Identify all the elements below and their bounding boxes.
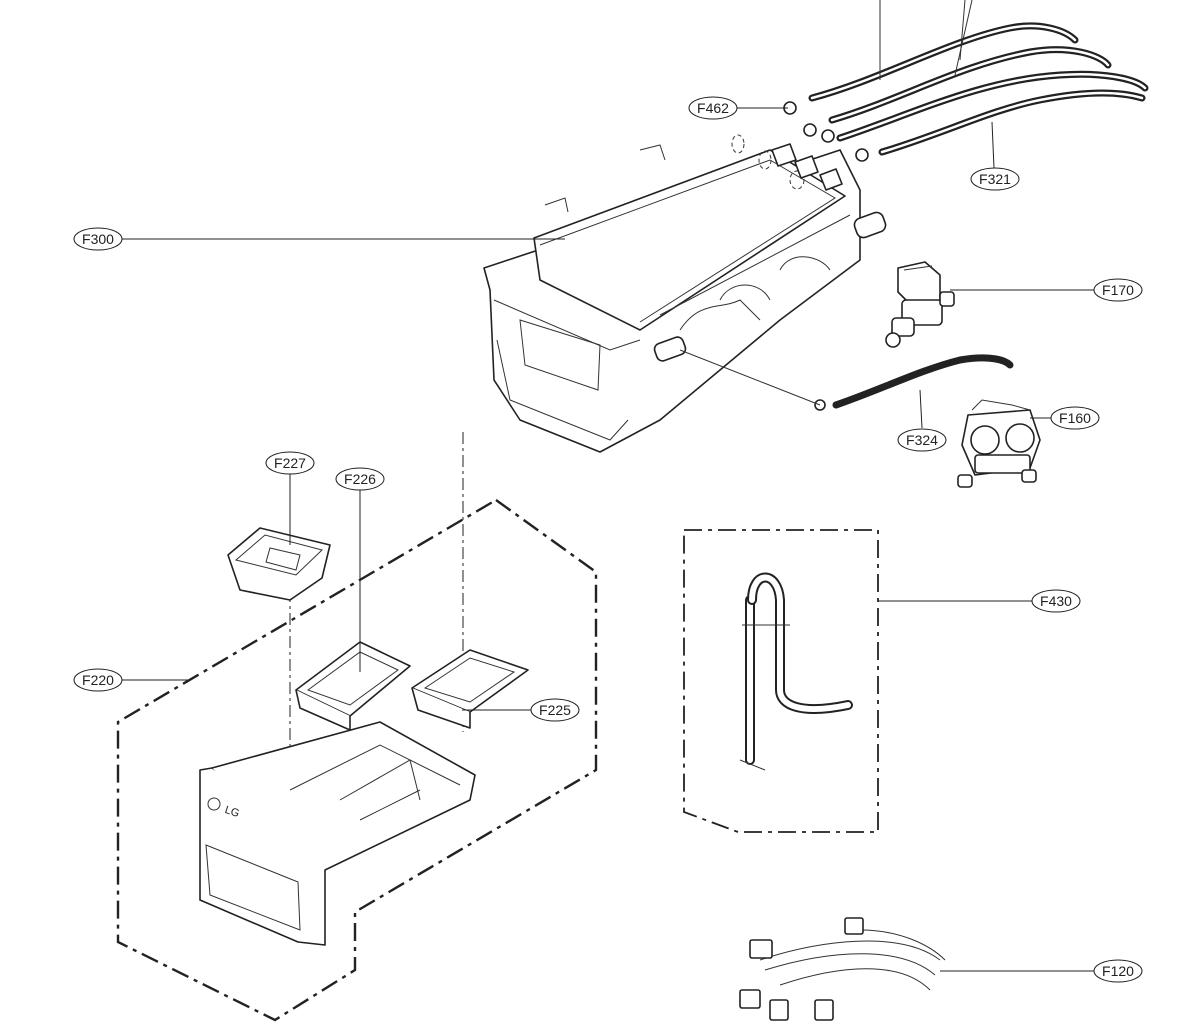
label-F324: F324	[897, 428, 947, 452]
label-F170-text: F170	[1102, 282, 1134, 298]
label-F120-text: F120	[1102, 963, 1134, 979]
drawer-assembly-boundary	[116, 498, 598, 1022]
label-F321: F321	[970, 167, 1020, 191]
label-F321-text: F321	[979, 171, 1011, 187]
leader-lines	[120, 107, 1096, 972]
label-F430-text: F430	[1040, 593, 1072, 609]
label-F226: F226	[335, 467, 385, 491]
label-F300-text: F300	[82, 231, 114, 247]
single-water-valve	[885, 261, 955, 348]
inlet-hoses	[808, 0, 1149, 156]
label-F160-text: F160	[1059, 410, 1091, 426]
liquid-detergent-cap	[411, 649, 529, 729]
hose-clamps	[783, 101, 869, 162]
dispenser-housing	[483, 134, 887, 453]
double-water-valve	[957, 399, 1041, 488]
label-F300: F300	[73, 227, 123, 251]
drawer-logo-text: LG	[223, 804, 241, 820]
dispenser-drawer: LG	[199, 721, 476, 946]
wiring-harness	[739, 917, 946, 1021]
label-F225: F225	[530, 698, 580, 722]
drain-hose-assembly	[683, 529, 879, 833]
label-F462-text: F462	[697, 100, 729, 116]
label-F220-text: F220	[82, 672, 114, 688]
label-F324-text: F324	[906, 432, 938, 448]
label-F227-text: F227	[274, 455, 306, 471]
label-F120: F120	[1093, 959, 1143, 983]
label-F462: F462	[688, 96, 738, 120]
label-F226-text: F226	[344, 471, 376, 487]
label-F160: F160	[1050, 406, 1100, 430]
vent-hose	[679, 349, 1014, 411]
detergent-cover	[295, 641, 411, 731]
label-F430: F430	[1031, 589, 1081, 613]
label-F227: F227	[265, 451, 315, 475]
label-F170: F170	[1093, 278, 1143, 302]
label-F220: F220	[73, 668, 123, 692]
label-F225-text: F225	[539, 702, 571, 718]
softener-cap	[227, 527, 331, 601]
